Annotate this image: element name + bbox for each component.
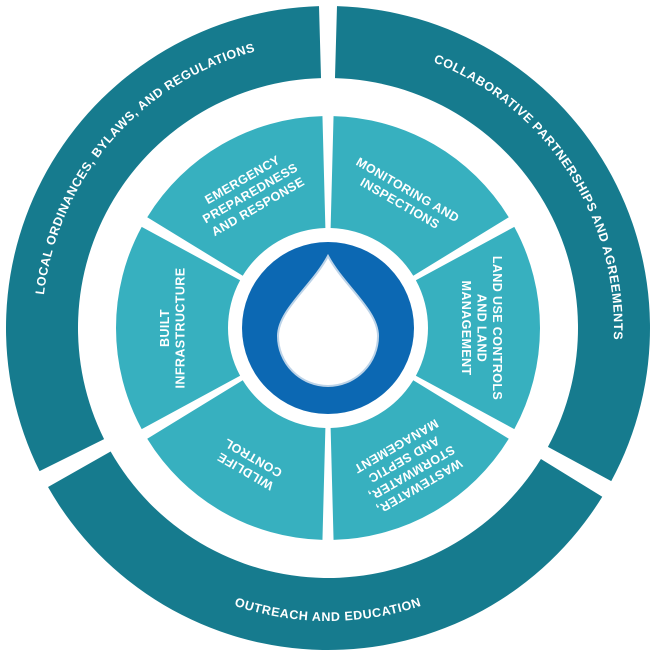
- inner-segment-shape: [147, 116, 326, 276]
- inner-segment-shape: [415, 226, 540, 430]
- inner-segment-wildlife: WILDLIFECONTROL: [147, 380, 326, 540]
- inner-segment-monitoring: MONITORING ANDINSPECTIONS: [330, 116, 509, 276]
- inner-label-landuse: LAND USE CONTROLSAND LANDMANAGEMENT: [459, 256, 504, 400]
- inner-segment-shape: [330, 380, 509, 540]
- inner-segment-emergency: EMERGENCYPREPAREDNESSAND RESPONSE: [147, 116, 326, 276]
- outer-segment-local: [6, 6, 322, 472]
- water-drop-icon: [276, 253, 380, 387]
- inner-segment-landuse: LAND USE CONTROLSAND LANDMANAGEMENT: [415, 226, 540, 430]
- inner-segment-shape: [116, 226, 241, 430]
- inner-segment-shape: [330, 116, 509, 276]
- outer-segment-outreach: [48, 451, 603, 650]
- center-hub: [242, 242, 414, 414]
- inner-segment-shape: [147, 380, 326, 540]
- inner-label-wastewater: WASTEWATER,STORMWATER,AND SEPTICMANAGEME…: [351, 416, 465, 517]
- outer-segment-collab: [334, 6, 650, 482]
- inner-segment-wastewater: WASTEWATER,STORMWATER,AND SEPTICMANAGEME…: [330, 380, 509, 540]
